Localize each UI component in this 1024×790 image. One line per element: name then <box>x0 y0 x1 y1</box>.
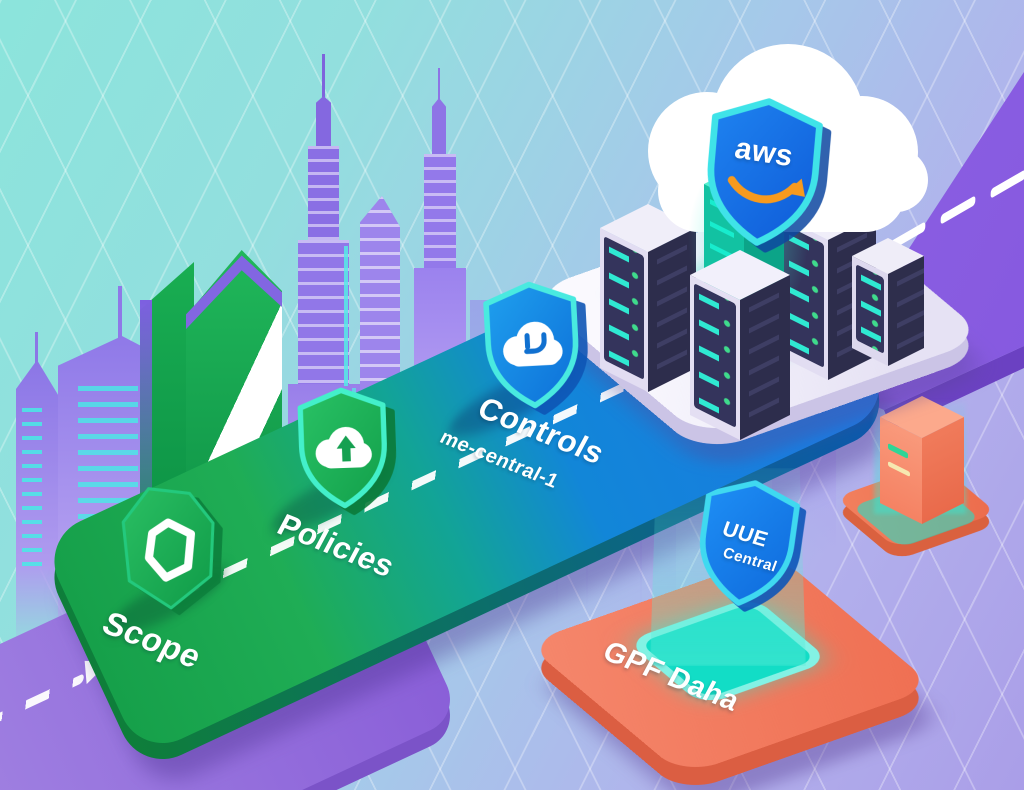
cloud-upload-glyph <box>315 426 372 469</box>
building-tier <box>316 96 331 152</box>
building-spire <box>118 286 122 342</box>
cloud-network-shield-icon <box>473 277 592 413</box>
building-tier <box>432 98 446 160</box>
server-tower <box>690 250 790 500</box>
server-rack-panel <box>852 256 888 367</box>
building-spire <box>438 68 440 102</box>
server-rack-panel <box>690 275 740 441</box>
status-bar-yellow <box>888 461 910 478</box>
mini-server-box <box>880 396 964 546</box>
building-spire <box>35 332 38 366</box>
server-rack-panel <box>600 228 648 393</box>
status-bar-green <box>888 443 908 460</box>
building-tier <box>308 146 339 246</box>
rack-lights <box>856 264 884 355</box>
server-tower <box>852 238 924 408</box>
rack-lights <box>604 236 644 381</box>
building-tier <box>424 154 456 280</box>
aws-shield-icon <box>690 90 837 253</box>
cloud-upload-shield-icon <box>288 384 398 512</box>
building-spire <box>322 54 325 100</box>
server-sideface <box>740 274 790 440</box>
building-windows <box>22 408 42 568</box>
region-shield-icon <box>682 471 813 616</box>
road-dash-line <box>0 673 85 754</box>
rack-lights <box>694 283 736 429</box>
server-sideface <box>888 255 924 366</box>
cloud-branch-glyph <box>503 321 563 367</box>
hexagon-badge-icon <box>114 482 224 614</box>
building-tier <box>298 240 349 390</box>
building-accent <box>344 246 348 386</box>
server-tower <box>600 204 696 444</box>
